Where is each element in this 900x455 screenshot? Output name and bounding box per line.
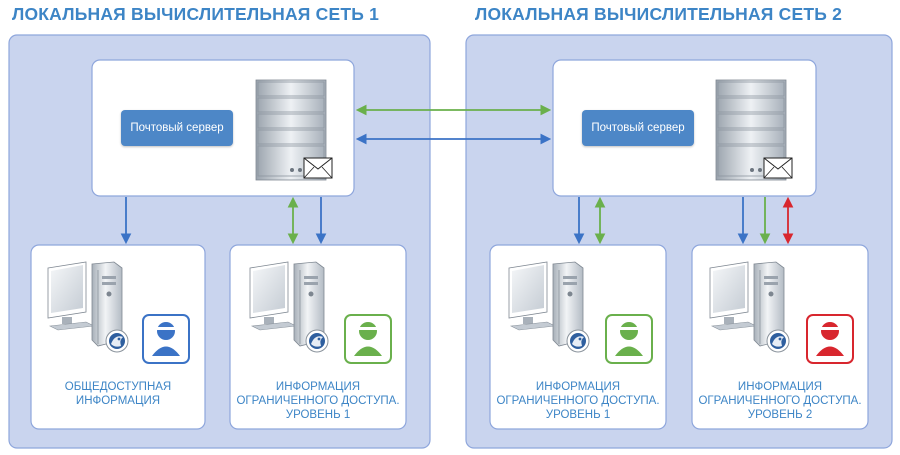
envelope-icon [303,157,333,179]
caption-line: ОБЩЕДОСТУПНАЯ [64,381,172,393]
caption-line: ОГРАНИЧЕННОГО ДОСТУПА. [236,395,400,407]
user-icon [142,314,190,364]
caption-line: ИНФОРМАЦИЯ [535,381,621,393]
network-2-client-2-caption: ИНФОРМАЦИЯ ОГРАНИЧЕННОГО ДОСТУПА. УРОВЕН… [695,380,865,422]
network-1-server-label: Почтовый сервер [121,110,233,146]
network-1-client-2-caption: ИНФОРМАЦИЯ ОГРАНИЧЕННОГО ДОСТУПА. УРОВЕН… [233,380,403,422]
network-2-server-label: Почтовый сервер [582,110,694,146]
caption-line: УРОВЕНЬ 1 [285,409,351,421]
mail-client-icon [566,329,590,353]
user-icon [806,314,854,364]
mail-client-icon [766,329,790,353]
caption-line: ИНФОРМАЦИЯ [737,381,823,393]
caption-line: ОГРАНИЧЕННОГО ДОСТУПА. [698,395,862,407]
caption-line: УРОВЕНЬ 1 [545,409,611,421]
mail-client-icon [305,329,329,353]
caption-line: ИНФОРМАЦИЯ [75,395,161,407]
envelope-icon [763,157,793,179]
user-icon [344,314,392,364]
network-2-title: ЛОКАЛЬНАЯ ВЫЧИСЛИТЕЛЬНАЯ СЕТЬ 2 [475,4,843,24]
network-1-client-1-caption: ОБЩЕДОСТУПНАЯ ИНФОРМАЦИЯ [33,380,203,408]
mail-client-icon [105,329,129,353]
network-2-client-1-caption: ИНФОРМАЦИЯ ОГРАНИЧЕННОГО ДОСТУПА. УРОВЕН… [493,380,663,422]
user-icon [605,314,653,364]
caption-line: ИНФОРМАЦИЯ [275,381,361,393]
caption-line: УРОВЕНЬ 2 [747,409,813,421]
network-1-title: ЛОКАЛЬНАЯ ВЫЧИСЛИТЕЛЬНАЯ СЕТЬ 1 [12,4,380,24]
caption-line: ОГРАНИЧЕННОГО ДОСТУПА. [496,395,660,407]
